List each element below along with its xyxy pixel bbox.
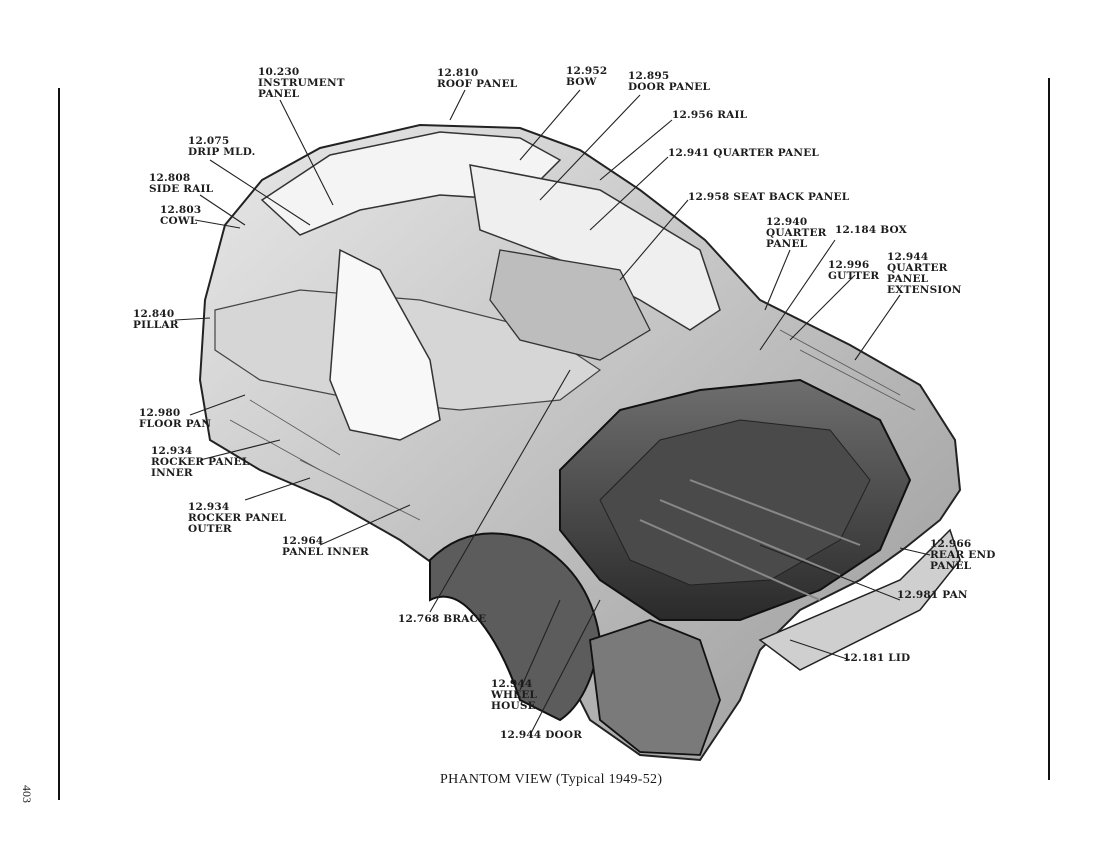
label-box: 12.184 BOX — [835, 224, 908, 236]
label-brace: 12.768 BRACE — [398, 613, 487, 625]
left-margin-rule — [58, 88, 60, 800]
label-pan: 12.981 PAN — [897, 589, 968, 601]
label-seat-back-panel: 12.958 SEAT BACK PANEL — [688, 191, 850, 203]
caption-subtitle: (Typical 1949-52) — [555, 772, 663, 787]
caption-title: PHANTOM VIEW — [440, 772, 553, 787]
label-lid: 12.181 LID — [843, 652, 911, 664]
figure-caption: PHANTOM VIEW (Typical 1949-52) — [440, 772, 662, 788]
right-margin-rule — [1048, 78, 1050, 780]
label-rail: 12.956 RAIL — [672, 109, 748, 121]
page-number: 403 — [20, 785, 34, 803]
label-door: 12.944 DOOR — [500, 729, 583, 741]
label-quarter-panel-upper: 12.941 QUARTER PANEL — [668, 147, 819, 159]
